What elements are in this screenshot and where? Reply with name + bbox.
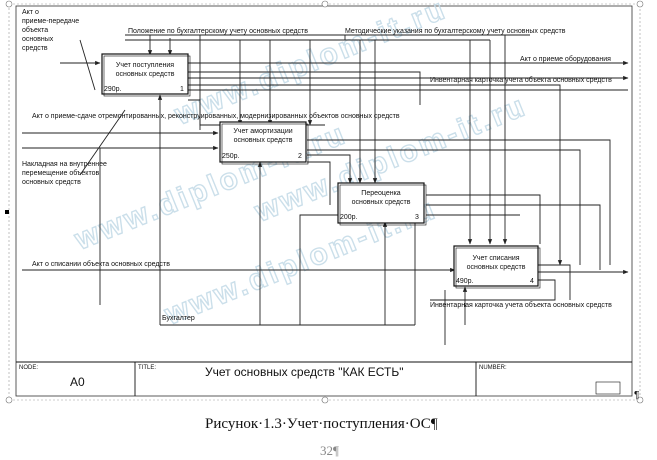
selection-frame bbox=[8, 3, 641, 401]
box-3-number: 3 bbox=[415, 214, 419, 221]
box-2-number: 2 bbox=[298, 153, 302, 160]
title-value: Учет основных средств "КАК ЕСТЬ" bbox=[205, 365, 404, 379]
input-label-waybill: Накладная на внутреннее перемещение объе… bbox=[22, 161, 107, 186]
side-handle[interactable] bbox=[5, 210, 9, 214]
node-value: A0 bbox=[70, 375, 85, 389]
box-1-cost: 290р. bbox=[104, 86, 122, 93]
box-4-title-2: основных средств bbox=[467, 264, 526, 271]
svg-text:Накладная на внутреннее: Накладная на внутреннее bbox=[22, 161, 107, 168]
mechanism-label-accountant: Бухгалтер bbox=[162, 315, 195, 322]
box-2[interactable]: Учет амортизации основных средств 250р. … bbox=[219, 121, 309, 165]
node-label: NODE: bbox=[19, 365, 38, 371]
input-label-act-repair: Акт о приеме-сдаче отремонтированных, ре… bbox=[32, 112, 400, 120]
svg-text:объекта: объекта bbox=[22, 26, 48, 34]
title-label: TITLE: bbox=[138, 365, 156, 371]
box-2-title-2: основных средств bbox=[234, 137, 293, 144]
box-1-number: 1 bbox=[180, 86, 184, 93]
output-label-act-equipment: Акт о приеме оборудования bbox=[520, 55, 611, 63]
box-1-title-2: основных средств bbox=[116, 71, 175, 78]
box-4-cost: 490р. bbox=[456, 278, 474, 285]
page-number: 32¶ bbox=[320, 443, 339, 458]
svg-text:основных средств: основных средств bbox=[22, 179, 81, 186]
control-label-guidelines: Методические указания по бухгалтерскому … bbox=[345, 27, 566, 35]
box-4-number: 4 bbox=[530, 278, 534, 285]
svg-text:перемещение объектов: перемещение объектов bbox=[22, 169, 99, 177]
svg-text:средств: средств bbox=[22, 45, 48, 52]
box-3[interactable]: Переоценка основных средств 200р. 3 bbox=[337, 182, 427, 226]
output-label-inventory-card-bottom: Инвентарная карточка учета объекта основ… bbox=[430, 301, 612, 309]
box-2-cost: 250р. bbox=[222, 153, 240, 160]
box-1-title-1: Учет поступления bbox=[116, 62, 174, 69]
control-label-regulation: Положение по бухгалтерскому учету основн… bbox=[128, 27, 308, 35]
connectors bbox=[22, 34, 629, 345]
box-3-title-1: Переоценка bbox=[361, 190, 401, 197]
number-label: NUMBER: bbox=[479, 365, 507, 371]
pilcrow-mark: ¶ bbox=[634, 390, 639, 401]
box-4-title-1: Учет списания bbox=[472, 255, 519, 262]
svg-text:Акт о: Акт о bbox=[22, 9, 39, 16]
box-2-title-1: Учет амортизации bbox=[233, 128, 292, 135]
output-label-inventory-card-top: Инвентарная карточка учета объекта основ… bbox=[430, 76, 612, 84]
title-block: NODE: A0 TITLE: Учет основных средств "К… bbox=[16, 361, 632, 396]
box-3-cost: 200р. bbox=[340, 214, 358, 221]
input-label-act-writeoff: Акт о списании объекта основных средств bbox=[32, 260, 170, 268]
box-1[interactable]: Учет поступления основных средств 290р. … bbox=[101, 53, 191, 97]
box-4[interactable]: Учет списания основных средств 490р. 4 bbox=[453, 245, 541, 289]
input-label-act-transfer: Акт о приеме-передаче объекта основных с… bbox=[22, 9, 79, 52]
figure-caption: Рисунок·1.3·Учет·поступления·ОС¶ bbox=[205, 416, 438, 432]
svg-text:приеме-передаче: приеме-передаче bbox=[22, 18, 79, 25]
box-3-title-2: основных средств bbox=[352, 199, 411, 206]
selection-handles[interactable] bbox=[5, 0, 644, 404]
svg-text:основных: основных bbox=[22, 36, 54, 43]
